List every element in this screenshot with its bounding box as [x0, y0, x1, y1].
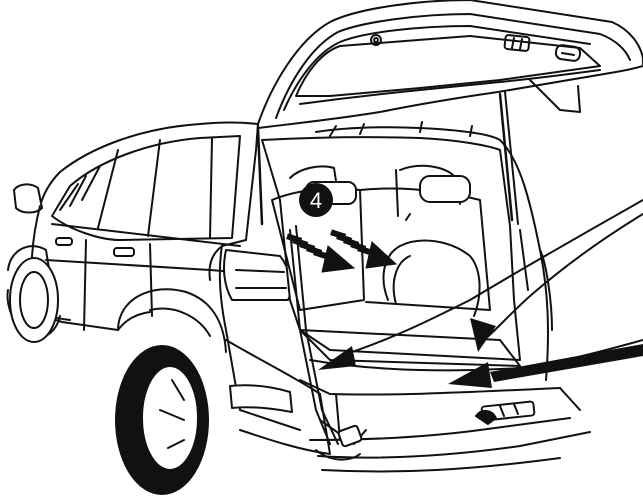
arrow-tailgate-icon [448, 362, 492, 388]
step-callout: 4 [299, 183, 333, 217]
step-number: 4 [310, 188, 322, 213]
cargo-interior [262, 137, 580, 440]
